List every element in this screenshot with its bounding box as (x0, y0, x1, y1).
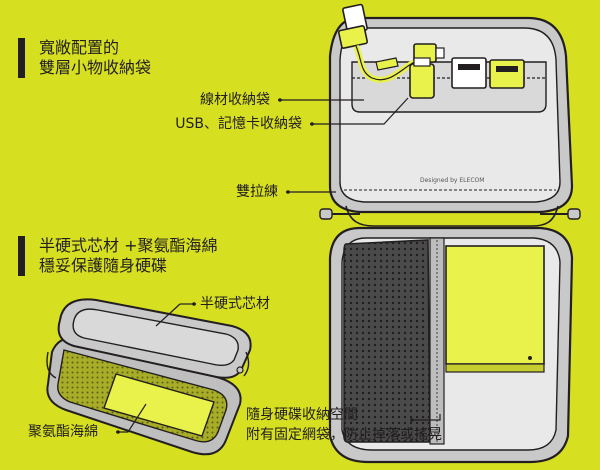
label-cable-pocket: 線材收納袋 (200, 91, 270, 109)
label-foam-text: 聚氨酯海綿 (28, 424, 98, 440)
hard-drive (445, 245, 545, 365)
open-case-bottom (328, 226, 574, 464)
label-semi-rigid-text: 半硬式芯材 (200, 296, 270, 312)
usb-drive (409, 57, 435, 99)
leader-usb-card-pocket (310, 97, 409, 125)
heading-protection-line-2: 穩妥保護隨身硬碟 (39, 256, 168, 275)
label-usb-card-pocket-text: USB、記憶卡收納袋 (175, 116, 302, 132)
heading-pocket-line-2: 雙層小物收納袋 (39, 58, 152, 77)
label-zipper: 雙拉練 (236, 183, 278, 201)
mesh-pocket (343, 239, 431, 443)
leader-foam (116, 403, 147, 433)
heading-pocket-feature: 寬敞配置的 雙層小物收納袋 (18, 38, 151, 78)
usb-cable (337, 3, 445, 83)
zipper-hinge (319, 205, 581, 227)
closed-case-illustration (46, 298, 252, 456)
label-semi-rigid: 半硬式芯材 (200, 295, 270, 313)
label-zipper-text: 雙拉練 (236, 184, 278, 200)
brand-label: Designed by ELECOM (420, 177, 484, 184)
heading-protection-line-1: 半硬式芯材 +聚氨酯海綿 (39, 236, 218, 255)
label-drive-pocket-line-2: 附有固定網袋，防止掉落或搖晃 (246, 427, 442, 443)
heading-protection-feature: 半硬式芯材 +聚氨酯海綿 穩妥保護隨身硬碟 (18, 236, 218, 276)
callout-leaders (116, 97, 441, 434)
label-cable-pocket-text: 線材收納袋 (200, 92, 270, 108)
memory-cards (451, 57, 525, 89)
label-drive-pocket-line-1: 隨身硬碟收納空間 (246, 407, 358, 423)
label-usb-card-pocket: USB、記憶卡收納袋 (175, 115, 302, 133)
label-drive-pocket: 隨身硬碟收納空間 附有固定網袋，防止掉落或搖晃 (246, 405, 442, 445)
label-foam: 聚氨酯海綿 (28, 423, 98, 441)
leader-drive-pocket (412, 414, 441, 421)
heading-pocket-line-1: 寬敞配置的 (39, 38, 120, 57)
